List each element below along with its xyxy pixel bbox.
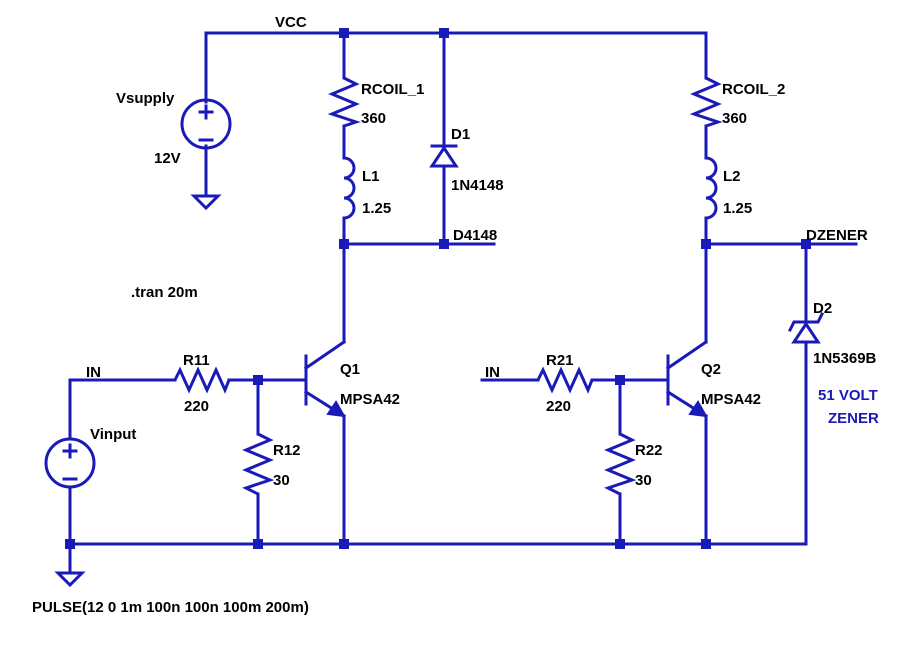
rcoil2-name: RCOIL_2	[722, 81, 785, 98]
d2-value: 1N5369B	[813, 350, 877, 367]
q2-name: Q2	[701, 361, 721, 378]
r21-value: 220	[546, 398, 571, 415]
r21-resistor-icon[interactable]	[536, 366, 594, 394]
net-label-d4148: D4148	[453, 227, 497, 244]
r12-value: 30	[273, 472, 290, 489]
r22-value: 30	[635, 472, 652, 489]
ground-icon	[190, 194, 222, 211]
net-label-in-left: IN	[86, 364, 101, 381]
q1-value: MPSA42	[340, 391, 400, 408]
r11-resistor-icon[interactable]	[173, 366, 231, 394]
q1-name: Q1	[340, 361, 360, 378]
q2-value: MPSA42	[701, 391, 761, 408]
net-label-in-right: IN	[485, 364, 500, 381]
r12-resistor-icon[interactable]	[242, 432, 275, 496]
l1-value: 1.25	[362, 200, 391, 217]
r21-name: R21	[546, 352, 574, 369]
l1-name: L1	[362, 168, 380, 185]
d1-value: 1N4148	[451, 177, 504, 194]
r11-value: 220	[184, 398, 209, 415]
wires	[68, 31, 858, 575]
l2-value: 1.25	[723, 200, 752, 217]
zener-note-line2: ZENER	[828, 410, 879, 427]
zener-note-line1: 51 VOLT	[818, 387, 878, 404]
rcoil1-value: 360	[361, 110, 386, 127]
net-label-dzener: DZENER	[806, 227, 868, 244]
l2-inductor-icon[interactable]	[705, 156, 718, 220]
rcoil1-resistor-icon[interactable]	[327, 76, 361, 128]
rcoil2-resistor-icon[interactable]	[689, 76, 723, 128]
rcoil2-value: 360	[722, 110, 747, 127]
r22-name: R22	[635, 442, 663, 459]
ground-icon	[54, 571, 86, 588]
d2-name: D2	[813, 300, 832, 317]
vsupply-source-icon[interactable]	[180, 98, 232, 150]
q1-npn-transistor-icon[interactable]	[303, 339, 347, 419]
q2-npn-transistor-icon[interactable]	[665, 339, 709, 419]
spice-directive: .tran 20m	[131, 284, 198, 301]
rcoil1-name: RCOIL_1	[361, 81, 424, 98]
l2-name: L2	[723, 168, 741, 185]
r22-resistor-icon[interactable]	[604, 432, 637, 496]
d1-name: D1	[451, 126, 470, 143]
r12-name: R12	[273, 442, 301, 459]
r11-name: R11	[183, 352, 210, 369]
vinput-value: PULSE(12 0 1m 100n 100n 100m 200m)	[32, 599, 309, 616]
d1-diode-icon[interactable]	[429, 144, 459, 168]
vsupply-name: Vsupply	[116, 90, 175, 107]
d2-zener-diode-icon[interactable]	[787, 311, 825, 344]
vinput-name: Vinput	[90, 426, 136, 443]
l1-inductor-icon[interactable]	[343, 156, 356, 220]
vinput-source-icon[interactable]	[44, 437, 96, 489]
vsupply-value: 12V	[154, 150, 181, 167]
net-label-vcc: VCC	[275, 14, 307, 31]
junction-dots	[65, 28, 811, 549]
